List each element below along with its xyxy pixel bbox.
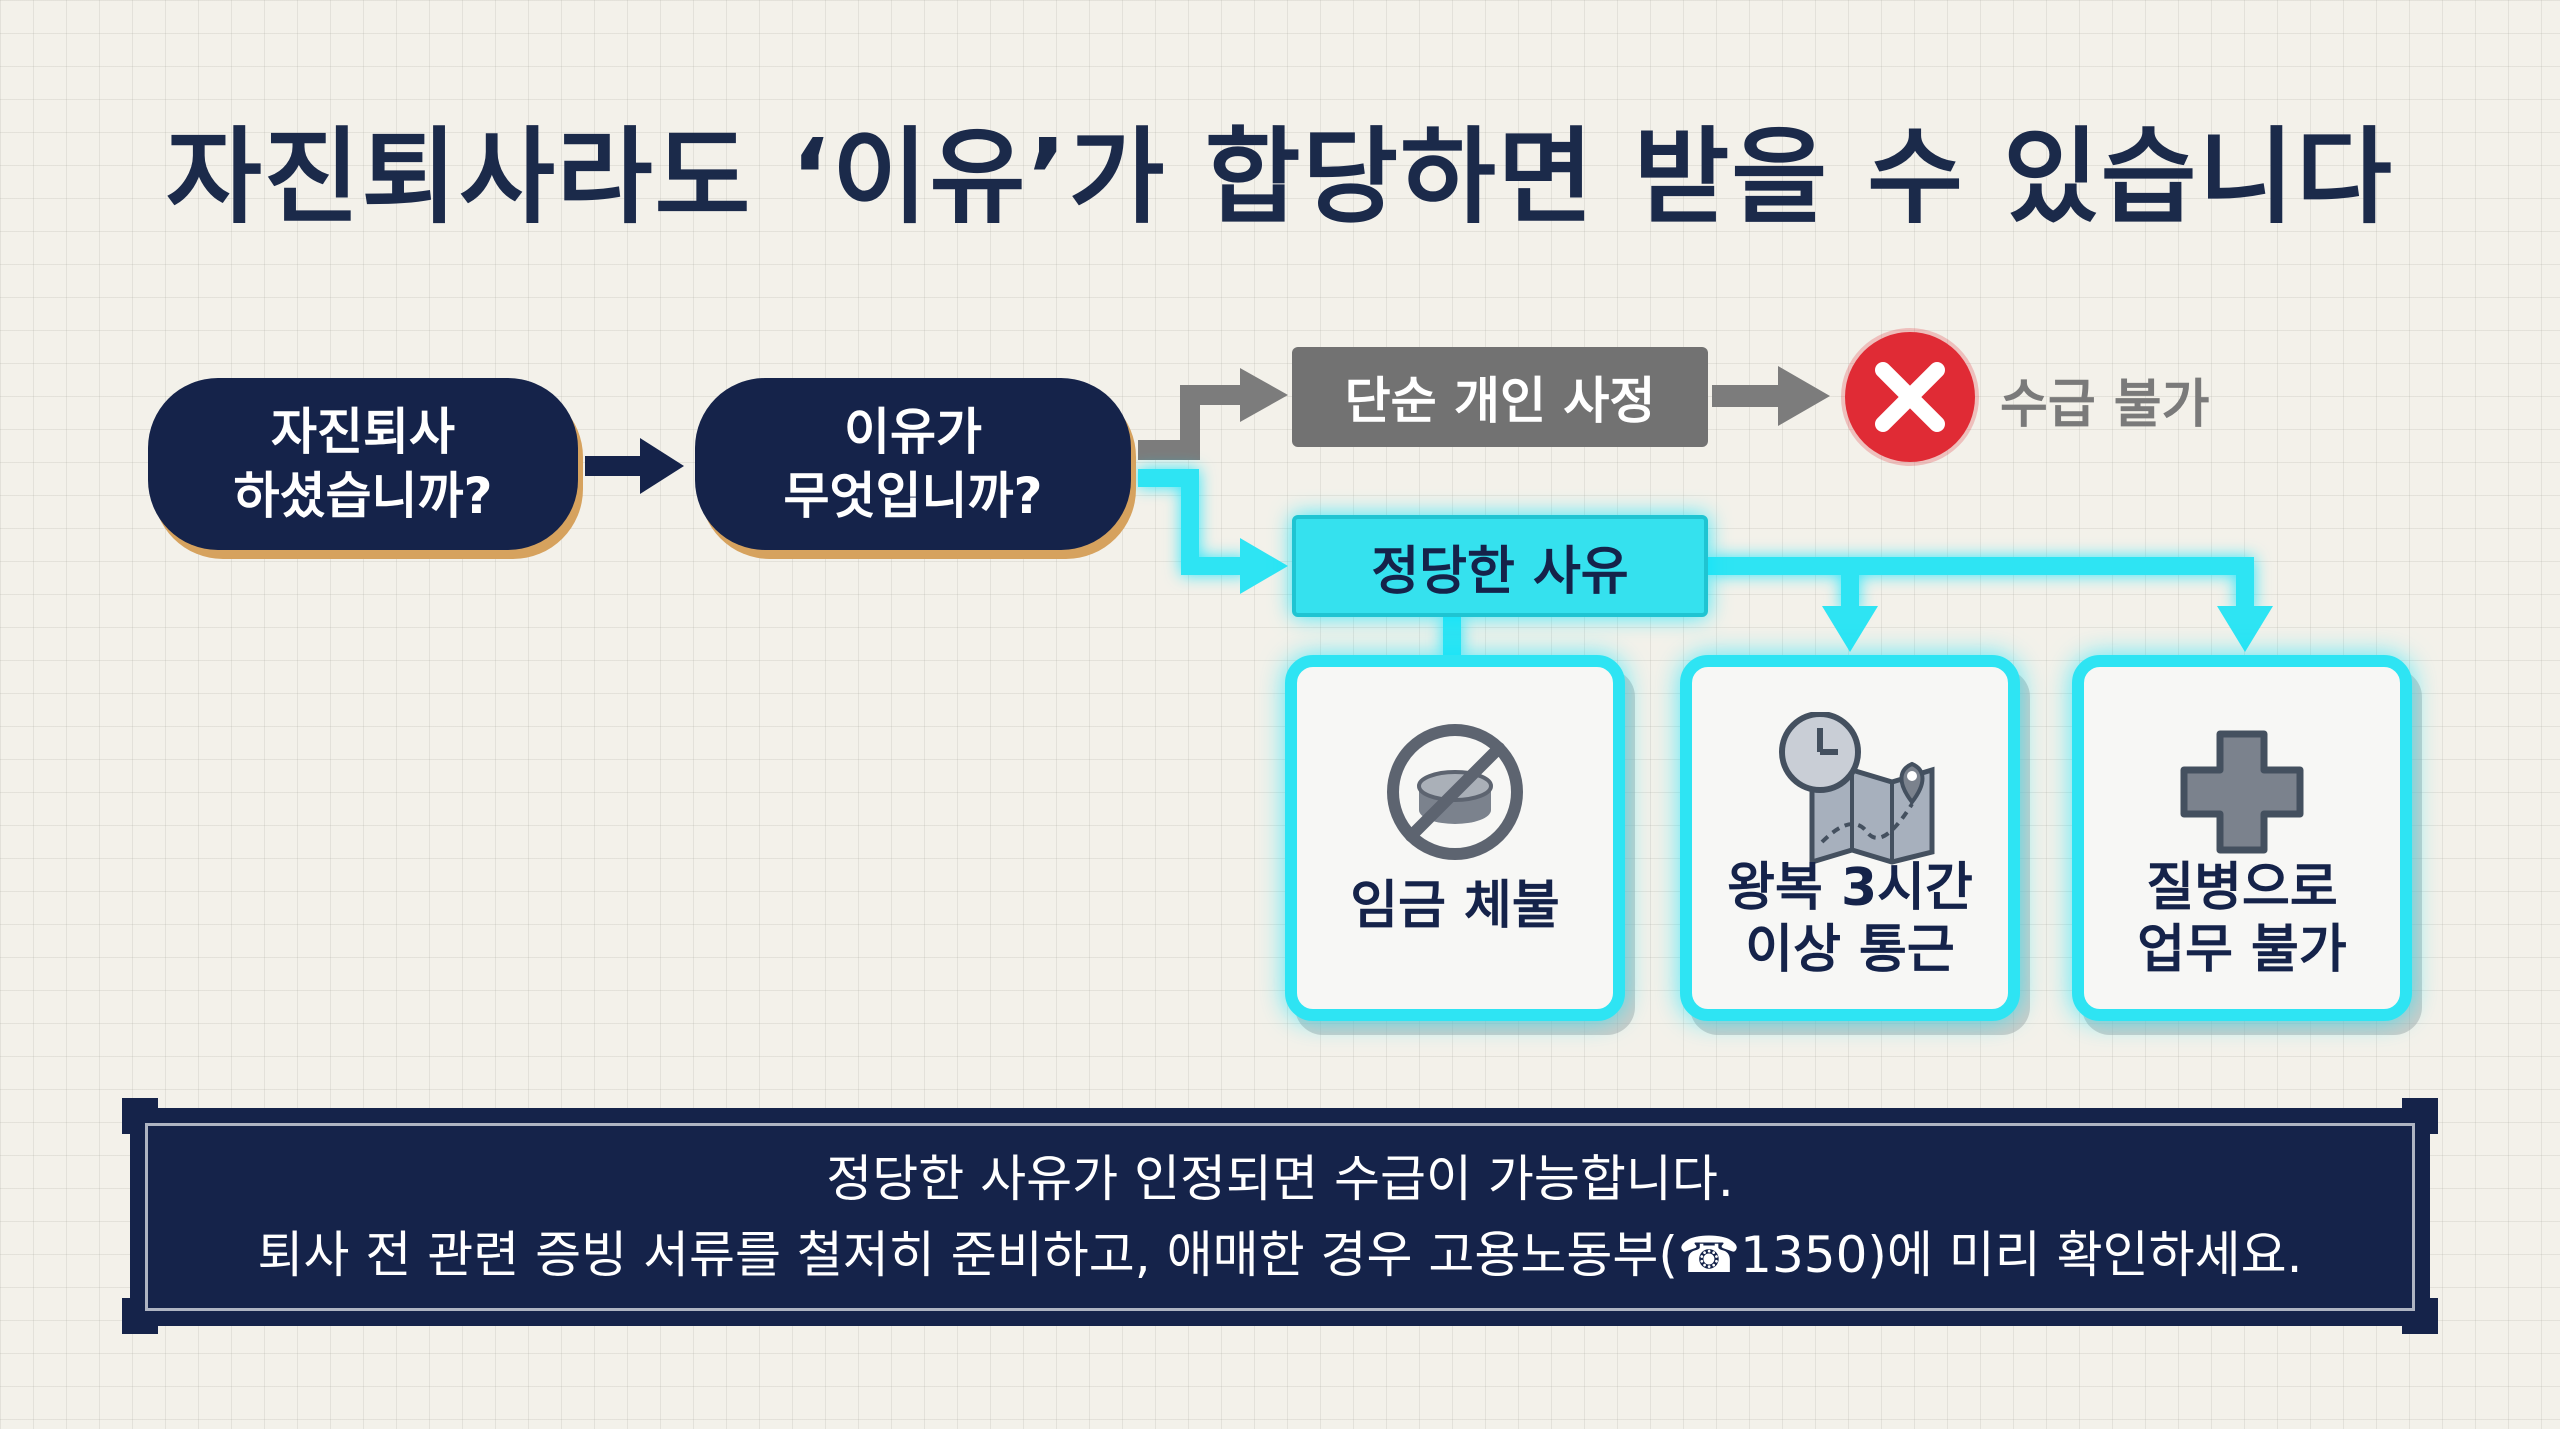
simple-reason-box: 단순 개인 사정	[1292, 347, 1708, 447]
gray-branch-line	[1138, 385, 1248, 460]
card-long-commute-label: 왕복 3시간 이상 통근	[1692, 857, 2008, 981]
card-illness-label: 질병으로 업무 불가	[2084, 857, 2400, 981]
info-note-line1: 정당한 사유가 인정되면 수급이 가능합니다.	[826, 1150, 1734, 1208]
card-unpaid-wages-line1: 임금 체불	[1350, 876, 1560, 936]
info-note-line2: 퇴사 전 관련 증빙 서류를 철저히 준비하고, 애매한 경우 고용노동부(☎1…	[257, 1226, 2303, 1284]
card-unpaid-wages: 임금 체불	[1285, 655, 1625, 1021]
info-note-box: 정당한 사유가 인정되면 수급이 가능합니다. 퇴사 전 관련 증빙 서류를 철…	[130, 1108, 2430, 1326]
card-illness-line1: 질병으로	[2146, 858, 2338, 918]
result-not-eligible: 수급 불가	[2000, 375, 2210, 435]
card-long-commute: 왕복 3시간 이상 통근	[1680, 655, 2020, 1021]
question-quit-line1: 자진퇴사	[271, 403, 455, 461]
no-money-icon	[1387, 724, 1523, 860]
clock-map-icon	[1779, 712, 1935, 866]
card-illness-line2: 업무 불가	[2137, 920, 2347, 980]
card-long-commute-line1: 왕복 3시간	[1727, 858, 1973, 918]
arrow-to-result-head	[1778, 366, 1830, 426]
arrow-to-result-shaft	[1712, 385, 1784, 407]
cyan-branch-arrowhead	[1240, 538, 1288, 594]
question-reason-pill: 이유가 무엇입니까?	[695, 378, 1131, 550]
cyan-arrowhead-2	[1822, 606, 1878, 652]
page-title: 자진퇴사라도 ‘이유’가 합당하면 받을 수 있습니다	[166, 116, 2394, 238]
medical-cross-icon	[2180, 730, 2304, 854]
question-quit-pill: 자진퇴사 하셨습니까?	[148, 378, 578, 550]
arrow-step1-step2-head	[640, 438, 684, 494]
just-reason-box: 정당한 사유	[1292, 515, 1708, 617]
card-unpaid-wages-label: 임금 체불	[1297, 875, 1613, 937]
question-reason-line1: 이유가	[844, 403, 982, 461]
cyan-split-line	[1708, 557, 2254, 612]
close-icon	[1845, 332, 1975, 462]
gray-branch-arrowhead	[1240, 368, 1288, 422]
arrow-step1-step2-shaft	[585, 456, 647, 476]
card-long-commute-line2: 이상 통근	[1745, 920, 1955, 980]
cyan-arrowhead-3	[2217, 606, 2273, 652]
cyan-branch-line	[1138, 469, 1248, 575]
card-illness: 질병으로 업무 불가	[2072, 655, 2412, 1021]
question-reason-line2: 무엇입니까?	[783, 467, 1043, 525]
question-quit-line2: 하셨습니까?	[233, 467, 493, 525]
